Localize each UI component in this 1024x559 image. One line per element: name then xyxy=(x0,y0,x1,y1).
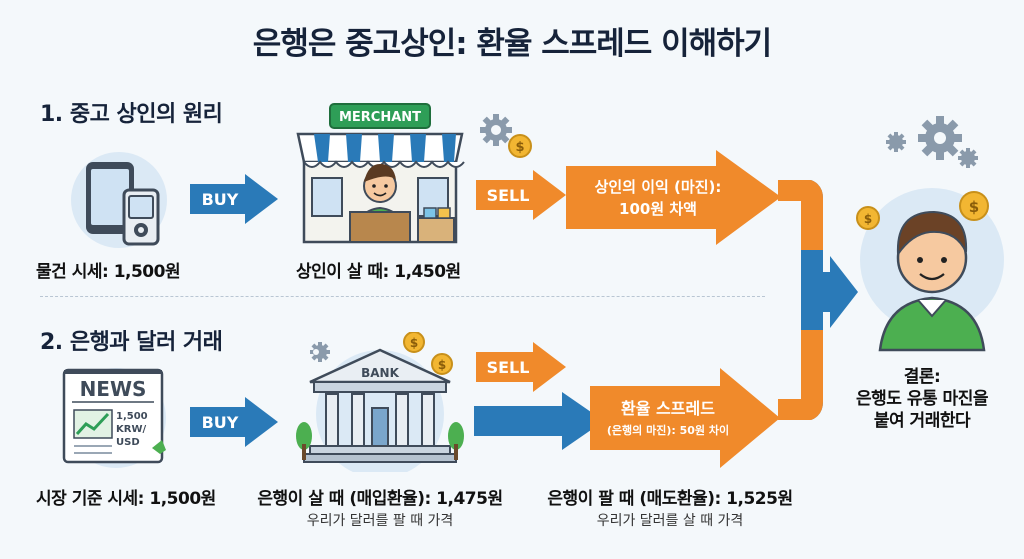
bank-sell-rate-label: 은행이 팔 때 (매도환율): 1,525원 xyxy=(547,489,793,509)
page-title: 은행은 중고상인: 환율 스프레드 이해하기 xyxy=(252,26,772,62)
section-1-heading: 1. 중고 상인의 원리 xyxy=(40,102,223,127)
merchant-store-icon: MERCHANT xyxy=(296,103,465,244)
svg-text:$: $ xyxy=(515,140,524,155)
conclusion-line-1: 결론: xyxy=(903,367,941,387)
gear-coin-icon-1: $ xyxy=(480,114,532,158)
svg-text:$: $ xyxy=(438,358,446,372)
merge-connector-arrow xyxy=(778,180,858,420)
devices-icon xyxy=(71,152,167,248)
newspaper-icon: NEWS 1,500 KRW/ USD xyxy=(62,368,166,468)
section-2-heading: 2. 은행과 달러 거래 xyxy=(40,330,223,355)
svg-text:$: $ xyxy=(969,198,979,216)
item-price-label: 물건 시세: 1,500원 xyxy=(36,262,181,282)
conclusion-line-2: 은행도 유통 마진을 xyxy=(856,389,988,409)
market-rate-label: 시장 기준 시세: 1,500원 xyxy=(36,489,216,509)
exchange-spread-arrow: 환율 스프레드 (은행의 마진): 50원 차이 xyxy=(590,368,780,468)
merchant-profit-arrow: 상인의 이익 (마진): 100원 차액 xyxy=(566,150,781,245)
conclusion-line-3: 붙여 거래한다 xyxy=(873,411,971,431)
section-divider xyxy=(40,296,765,297)
profit-line-1: 상인의 이익 (마진): xyxy=(595,178,722,196)
profit-line-2: 100원 차액 xyxy=(619,200,697,218)
conclusion-text: 결론: 은행도 유통 마진을 붙여 거래한다 xyxy=(820,366,1024,432)
sell-arrow-1-label: SELL xyxy=(487,186,530,205)
news-rate-line-1: 1,500 xyxy=(116,411,148,422)
buy-arrow-2-label: BUY xyxy=(202,413,239,432)
bank-buy-rate-label: 은행이 살 때 (매입환율): 1,475원 xyxy=(257,489,503,509)
merchant-sign-text: MERCHANT xyxy=(339,110,421,125)
sell-arrow-2: SELL xyxy=(476,342,566,392)
merchant-buy-price-label: 상인이 살 때: 1,450원 xyxy=(296,262,461,282)
news-title: NEWS xyxy=(80,377,147,401)
sell-arrow-1: SELL xyxy=(476,170,566,220)
buy-arrow-1: BUY xyxy=(190,174,278,224)
bank-flow-arrow xyxy=(474,392,604,450)
svg-text:$: $ xyxy=(410,336,418,350)
news-rate-line-3: USD xyxy=(116,437,140,448)
buy-arrow-2: BUY xyxy=(190,397,278,447)
bank-sign-text: BANK xyxy=(361,366,399,380)
bank-buy-rate-note: 우리가 달러를 팔 때 가격 xyxy=(306,513,454,529)
buy-arrow-1-label: BUY xyxy=(202,190,239,209)
spread-line-2: (은행의 마진): 50원 차이 xyxy=(607,423,729,437)
spread-line-1: 환율 스프레드 xyxy=(621,399,715,418)
svg-text:$: $ xyxy=(864,212,872,226)
bank-building-icon: BANK $ $ xyxy=(296,332,464,472)
conclusion-person-avatar: $ $ xyxy=(856,116,1004,352)
bank-sell-rate-note: 우리가 달러를 살 때 가격 xyxy=(596,513,744,529)
sell-arrow-2-label: SELL xyxy=(487,358,530,377)
news-rate-line-2: KRW/ xyxy=(116,424,146,435)
